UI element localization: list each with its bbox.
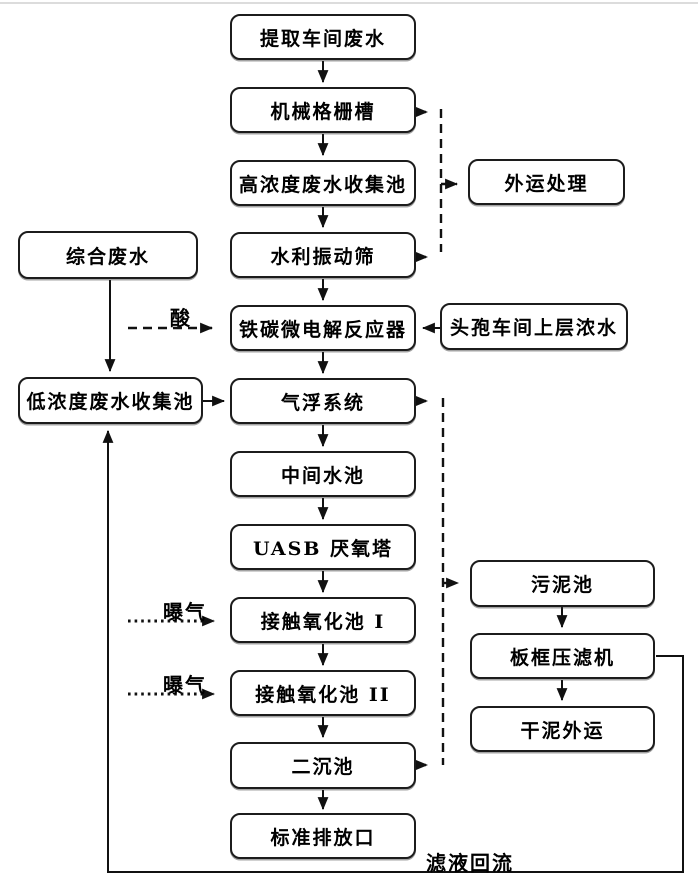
node-cephalosporin-workshop-upper-concentrate: 头孢车间上层浓水: [440, 303, 628, 350]
node-comprehensive-wastewater: 综合废水: [18, 231, 198, 279]
node-high-concentration-collection-tank: 高浓度废水收集池: [230, 160, 416, 206]
node-extraction-workshop-wastewater: 提取车间废水: [230, 14, 416, 60]
label-acid: 酸: [170, 306, 192, 330]
node-contact-oxidation-tank-1: 接触氧化池 I: [230, 597, 416, 643]
page-top-edge: [0, 2, 698, 4]
node-plate-frame-filter-press: 板框压滤机: [470, 633, 655, 679]
node-contact-oxidation-tank-2: 接触氧化池 II: [230, 670, 416, 716]
node-air-flotation-system: 气浮系统: [230, 378, 416, 424]
node-uasb-anaerobic-tower: UASB 厌氧塔: [230, 524, 416, 570]
node-dry-sludge-outward-transport: 干泥外运: [470, 706, 655, 752]
node-outward-transport-treatment: 外运处理: [468, 159, 625, 205]
node-secondary-sedimentation-tank: 二沉池: [230, 742, 416, 789]
node-sludge-tank: 污泥池: [470, 560, 655, 607]
node-hydraulic-vibrating-screen: 水利振动筛: [230, 232, 416, 278]
dotted-aeration-arrows: [128, 615, 216, 700]
node-mechanical-grid-tank: 机械格栅槽: [230, 87, 416, 133]
label-filtrate-reflux: 滤液回流: [426, 851, 514, 875]
node-intermediate-pool: 中间水池: [230, 451, 416, 497]
solid-flow-arrows: [102, 61, 684, 873]
node-iron-carbon-micro-electrolysis-reactor: 铁碳微电解反应器: [230, 305, 416, 351]
label-aeration-2: 曝气: [163, 673, 207, 697]
node-standard-discharge-outlet: 标准排放口: [230, 813, 416, 859]
dashed-flow-arrows: [128, 106, 460, 771]
node-low-concentration-collection-tank: 低浓度废水收集池: [18, 377, 203, 424]
label-aeration-1: 曝气: [163, 600, 207, 624]
